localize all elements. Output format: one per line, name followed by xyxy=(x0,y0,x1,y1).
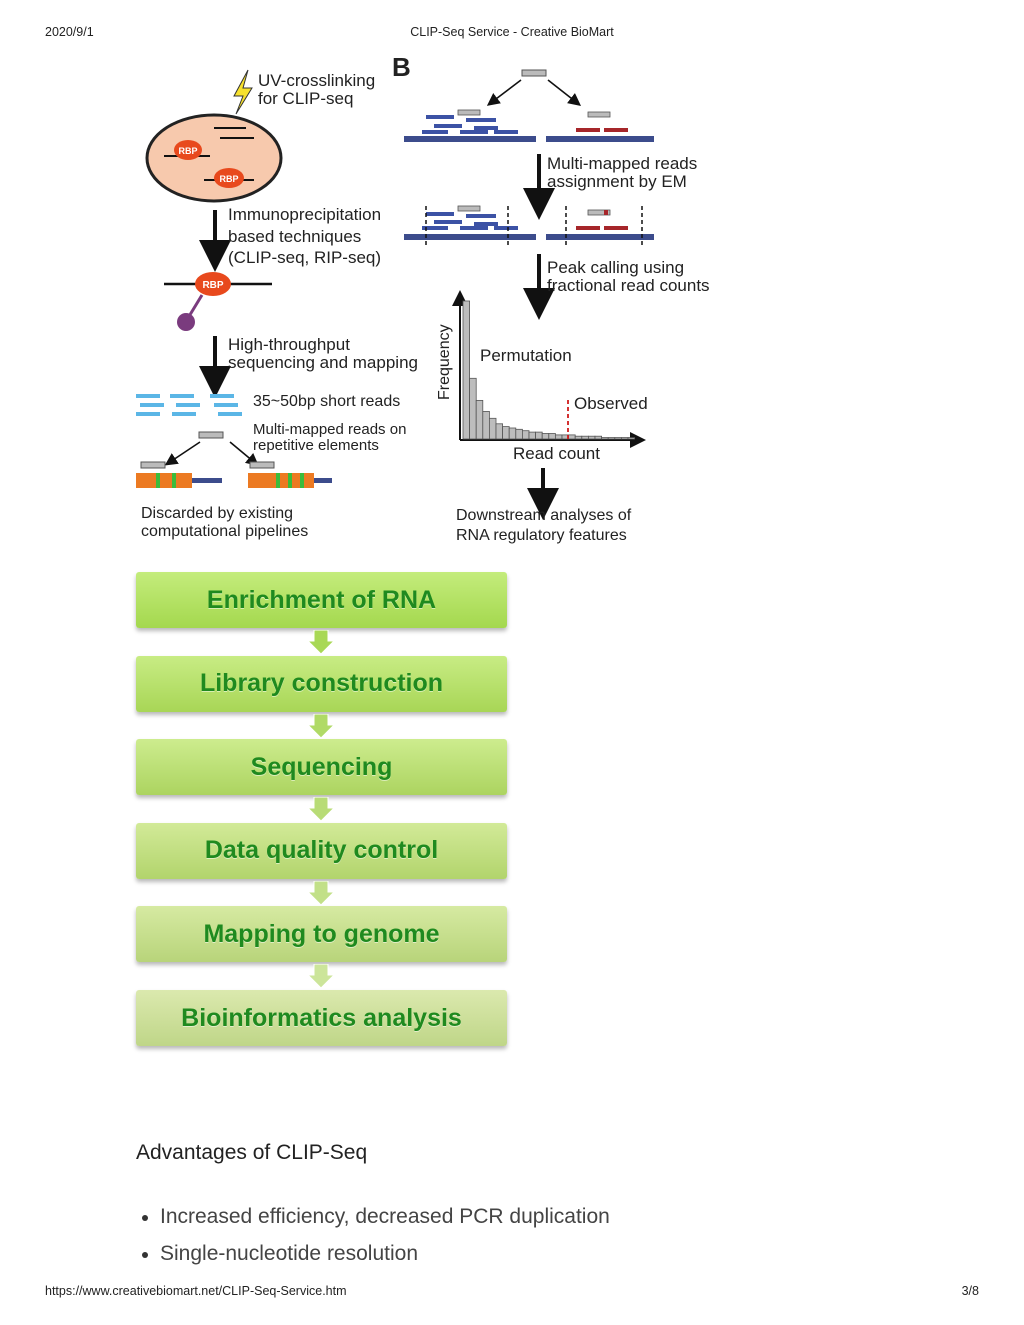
arrow-down-icon xyxy=(308,880,334,905)
downstream-label-2: RNA regulatory features xyxy=(456,527,627,544)
bullet-icon xyxy=(142,1215,148,1221)
advantage-text: Increased efficiency, decreased PCR dupl… xyxy=(160,1205,610,1228)
panel-b-label: B xyxy=(392,52,411,82)
ht-label-1: High-throughput xyxy=(228,335,350,354)
permutation-histogram xyxy=(452,290,646,448)
em-label-1: Multi-mapped reads xyxy=(547,154,697,173)
arrow-icon xyxy=(486,79,522,106)
print-page-number: 3/8 xyxy=(961,1284,979,1298)
permutation-label: Permutation xyxy=(480,346,572,365)
x-axis-label: Read count xyxy=(513,444,600,463)
histogram-bar xyxy=(548,433,556,440)
workflow-step: Data quality control xyxy=(136,822,507,879)
rbp-label-2: RBP xyxy=(219,174,238,184)
histogram-bar xyxy=(581,435,589,440)
downstream-label-1: Downstream analyses of xyxy=(456,507,632,524)
arrow-down-icon xyxy=(308,630,334,654)
rbp-label-1: RBP xyxy=(178,146,197,156)
arrow-icon xyxy=(164,441,201,466)
arrow-down-icon xyxy=(308,964,334,989)
workflow-step: Mapping to genome xyxy=(136,906,507,963)
histogram-bar xyxy=(475,399,484,440)
histogram-bar xyxy=(502,426,510,440)
advantages-heading: Advantages of CLIP-Seq xyxy=(136,1141,368,1164)
histogram-bar xyxy=(614,437,622,440)
histogram-bar xyxy=(601,437,609,440)
workflow-step: Library construction xyxy=(136,655,507,712)
histogram-bar xyxy=(587,435,596,440)
histogram-bar xyxy=(594,435,602,440)
histogram-bar xyxy=(627,437,635,440)
histogram-bar xyxy=(508,427,517,440)
em-label-2: assignment by EM xyxy=(547,172,687,191)
workflow-step: Bioinformatics analysis xyxy=(136,990,507,1046)
peak-label-1: Peak calling using xyxy=(547,258,684,277)
ht-label-2: sequencing and mapping xyxy=(228,353,418,372)
histogram-bar xyxy=(469,377,477,440)
histogram-bar xyxy=(515,428,523,440)
short-reads-label: 35~50bp short reads xyxy=(253,393,400,410)
list-item: Single-nucleotide resolution xyxy=(142,1240,610,1277)
arrow-down-icon xyxy=(308,713,334,738)
arrow-icon xyxy=(229,441,259,467)
histogram-bar xyxy=(568,434,576,440)
antibody-bead-icon xyxy=(177,313,195,331)
rbp-protein-icon xyxy=(174,140,202,160)
y-axis-label: Frequency xyxy=(436,324,453,400)
arrow-down-icon xyxy=(308,797,334,822)
advantage-text: Single-nucleotide resolution xyxy=(160,1242,418,1265)
rbp-protein-icon xyxy=(195,272,231,296)
discarded-label-2: computational pipelines xyxy=(141,523,308,540)
histogram-bar xyxy=(521,430,530,440)
clip-seq-workflow-figure: UV-crosslinking for CLIP-seq RBP RBP Imm… xyxy=(136,48,716,553)
uv-label-1: UV-crosslinking xyxy=(258,71,375,90)
histogram-bar xyxy=(482,410,490,440)
advantages-list: Increased efficiency, decreased PCR dupl… xyxy=(142,1203,610,1277)
histogram-bar xyxy=(535,431,543,440)
reads-cluster-red-2 xyxy=(546,206,654,246)
histogram-bar xyxy=(488,417,497,440)
histogram-bar xyxy=(495,423,503,440)
uv-label-2: for CLIP-seq xyxy=(258,89,353,108)
histogram-bar xyxy=(574,435,583,440)
multi-mapped-label-2: repetitive elements xyxy=(253,437,379,454)
histogram-bar xyxy=(620,437,629,440)
print-date: 2020/9/1 xyxy=(45,25,94,39)
ip-label-1: Immunoprecipitation xyxy=(228,205,381,224)
reads-cluster-blue-1 xyxy=(404,109,536,142)
discarded-label-1: Discarded by existing xyxy=(141,505,293,522)
histogram-bar xyxy=(607,437,616,440)
bullet-icon xyxy=(142,1252,148,1258)
peak-label-2: fractional read counts xyxy=(547,276,710,295)
short-reads-icon xyxy=(136,394,242,416)
histogram-bar xyxy=(462,300,470,440)
histogram-bar xyxy=(541,433,550,440)
reads-cluster-red-1 xyxy=(546,111,654,142)
multi-mapped-label-1: Multi-mapped reads on xyxy=(253,421,406,438)
rbp-protein-icon xyxy=(214,168,244,188)
observed-label: Observed xyxy=(574,394,648,413)
arrow-icon xyxy=(547,79,582,106)
histogram-bar xyxy=(528,431,536,440)
lightning-icon xyxy=(233,69,253,115)
rbp-label-3: RBP xyxy=(202,280,223,291)
workflow-step: Enrichment of RNA xyxy=(136,572,507,628)
histogram-bar xyxy=(554,434,563,440)
ip-label-2: based techniques xyxy=(228,227,361,246)
figure-svg: UV-crosslinking for CLIP-seq RBP RBP Imm… xyxy=(136,52,710,544)
print-page-title: CLIP-Seq Service - Creative BioMart xyxy=(410,25,614,39)
workflow-step: Sequencing xyxy=(136,739,507,796)
reads-cluster-blue-2 xyxy=(404,205,536,246)
print-url: https://www.creativebiomart.net/CLIP-Seq… xyxy=(45,1284,347,1298)
ip-label-3: (CLIP-seq, RIP-seq) xyxy=(228,248,381,267)
list-item: Increased efficiency, decreased PCR dupl… xyxy=(142,1203,610,1240)
